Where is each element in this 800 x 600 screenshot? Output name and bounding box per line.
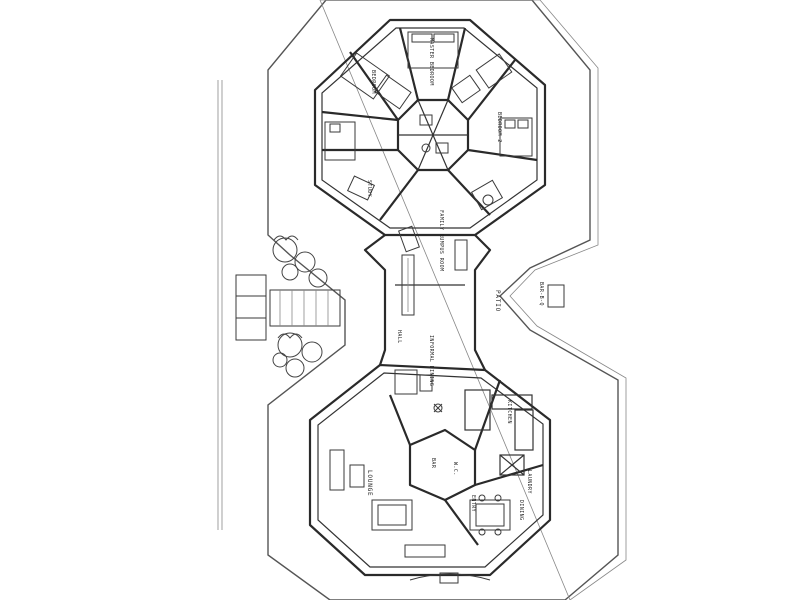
living-partitions [388,379,544,546]
label-study: STUDY [366,180,372,197]
label-lounge: LOUNGE [366,470,373,496]
family-room-walls [363,225,492,371]
label-family-rumpus: FAMILY RUMPUS ROOM [438,210,444,271]
bedroom-partitions [321,27,538,221]
label-bar: BAR [430,458,436,469]
label-wc: W.C. [452,462,458,476]
label-bedroom-2: BEDROOM 2 [496,112,502,143]
label-laundry: LAUNDRY [526,470,532,494]
page-edge-marks [217,80,223,530]
label-master-bedroom: MASTER BEDROOM [428,38,434,86]
landscape-shrubs [272,235,328,378]
label-entry: ENTRY [470,495,476,512]
bedroom-furniture [324,31,533,211]
label-bedroom: BEDROOM [370,70,376,94]
living-wing-outline [308,363,552,577]
label-bar-b-q: BAR-B-Q [538,282,544,306]
living-furniture [329,369,511,558]
label-informal-dining: INFORMAL DINING [428,335,434,386]
entrance-steps [235,274,341,341]
label-kitchen: KITCHEN [506,400,512,424]
site-boundary [267,0,627,600]
label-dining: DINING [518,500,524,520]
label-hall: HALL [396,330,402,344]
outdoor-elements [409,284,565,584]
room-labels: MASTER BEDROOM BEDROOM BEDROOM 2 STUDY F… [366,38,544,520]
label-patio: PATIO [494,290,501,312]
core-octagon [396,98,470,172]
